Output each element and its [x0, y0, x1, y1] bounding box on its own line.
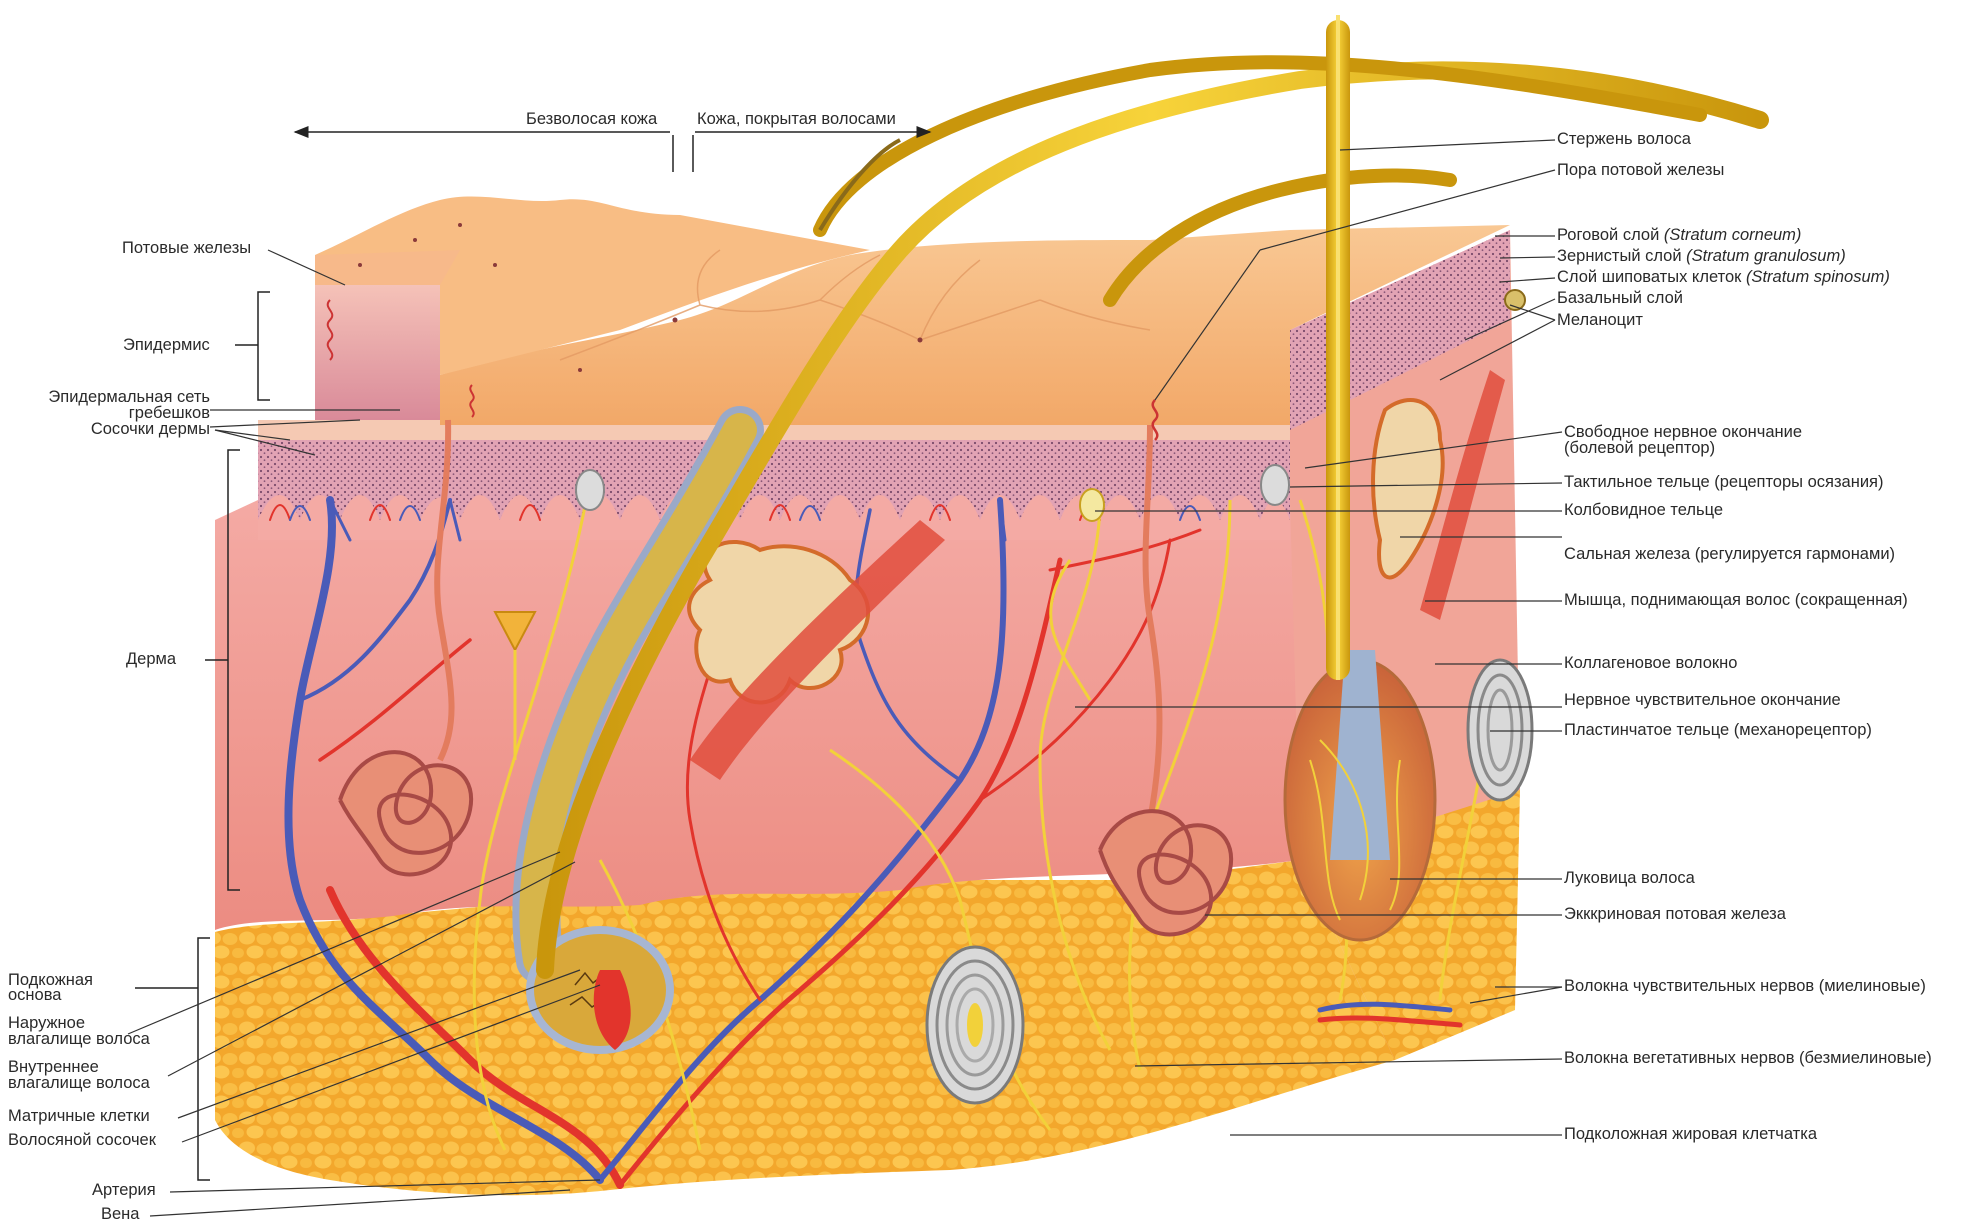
layer-brackets	[135, 291, 270, 1181]
label-vein: Вена	[101, 1205, 140, 1223]
spinosum-text: Слой шиповатых клеток	[1557, 268, 1746, 286]
label-sensory-fibers: Волокна чувствительных нервов (миелиновы…	[1564, 977, 1926, 995]
meissner-corpuscle	[575, 469, 605, 511]
sebaceous-gland-center	[687, 539, 870, 705]
label-basal-layer: Базальный слой	[1557, 289, 1684, 307]
pacinian-corpuscle-right	[1466, 658, 1534, 802]
dermal-papillae-ridges	[258, 495, 1290, 540]
label-subcutaneous-fat: Подколожная жировая клетчатка	[1564, 1125, 1817, 1143]
label-dermal-papillae: Сосочки дермы	[90, 420, 210, 438]
sebaceous-gland-right	[1371, 398, 1445, 580]
label-hairless-skin: Безволосая кожа	[526, 110, 658, 128]
label-hair-shaft: Стержень волоса	[1557, 130, 1691, 148]
label-free-nerve-ending-1: Свободное нервное окончание	[1564, 423, 1803, 441]
leader-lines	[127, 139, 1563, 1217]
label-free-nerve-ending-2: (болевой рецептор)	[1564, 439, 1716, 457]
label-sweat-glands: Потовые железы	[122, 239, 252, 257]
label-sweat-pore: Пора потовой железы	[1557, 161, 1725, 179]
label-epidermal-ridges-1: Эпидермальная сеть	[48, 388, 210, 406]
arrector-pili-muscle-right	[1420, 370, 1505, 620]
label-arrector-pili: Мышца, поднимающая волос (сокращенная)	[1564, 591, 1908, 609]
label-stratum-corneum: Роговой слой (Stratum corneum)	[1557, 226, 1802, 244]
label-matrix-cells: Матричные клетки	[8, 1107, 150, 1125]
spinosum-latin: (Stratum spinosum)	[1745, 268, 1890, 286]
krause-bulb	[1079, 488, 1105, 522]
label-pacinian-corpuscle: Пластинчатое тельце (механорецептор)	[1564, 721, 1872, 739]
label-outer-sheath-1: Наружное	[8, 1014, 86, 1032]
label-inner-sheath-2: влагалище волоса	[8, 1074, 150, 1092]
eccrine-sweat-gland-left	[338, 419, 474, 877]
label-outer-sheath-2: влагалище волоса	[8, 1030, 150, 1048]
granulosum-latin: (Stratum granulosum)	[1686, 247, 1846, 265]
corneum-latin: (Stratum corneum)	[1663, 226, 1802, 244]
label-hair-bulb: Луковица волоса	[1564, 869, 1695, 887]
label-autonomic-fibers: Волокна вегетативных нервов (безмиелинов…	[1564, 1049, 1932, 1067]
label-dermis: Дерма	[126, 650, 177, 668]
label-krause-bulb: Колбовидное тельце	[1564, 501, 1724, 519]
pacinian-corpuscle-bottom	[925, 945, 1025, 1105]
granulosum-text: Зернистый слой	[1557, 247, 1687, 265]
hair-follicle-left	[512, 406, 764, 1054]
label-epidermis: Эпидермис	[123, 336, 210, 354]
label-meissner-corpuscle: Тактильное тельце (рецепторы осязания)	[1564, 473, 1884, 491]
label-eccrine-gland: Экккриновая потовая железа	[1564, 905, 1786, 923]
eccrine-sweat-gland-right	[1098, 424, 1234, 937]
label-subcutis-2: основа	[8, 986, 62, 1004]
label-artery: Артерия	[92, 1181, 156, 1199]
label-subcutis-1: Подкожная	[8, 971, 93, 989]
corneum-text: Роговой слой	[1557, 226, 1664, 244]
label-inner-sheath-1: Внутреннее	[8, 1058, 99, 1076]
arrector-pili-muscle-center	[690, 520, 945, 780]
label-hairy-skin: Кожа, покрытая волосами	[697, 110, 896, 128]
hair-follicle-right	[1283, 15, 1437, 942]
blood-vessels	[269, 496, 1463, 1189]
label-collagen-fiber: Коллагеновое волокно	[1564, 654, 1738, 672]
label-sensory-nerve-ending: Нервное чувствительное окончание	[1564, 691, 1841, 709]
header-arrows	[293, 126, 932, 172]
hairless-skin-block	[315, 285, 440, 420]
label-epidermal-ridges-2: гребешков	[128, 404, 210, 422]
label-stratum-spinosum: Слой шиповатых клеток (Stratum spinosum)	[1557, 268, 1890, 286]
dermis-layer	[215, 500, 1395, 930]
label-stratum-granulosum: Зернистый слой (Stratum granulosum)	[1557, 247, 1846, 265]
label-melanocyte: Меланоцит	[1557, 311, 1643, 329]
label-sebaceous-gland: Сальная железа (регулируется гармонами)	[1564, 545, 1896, 563]
label-hair-papilla: Волосяной сосочек	[8, 1131, 156, 1149]
